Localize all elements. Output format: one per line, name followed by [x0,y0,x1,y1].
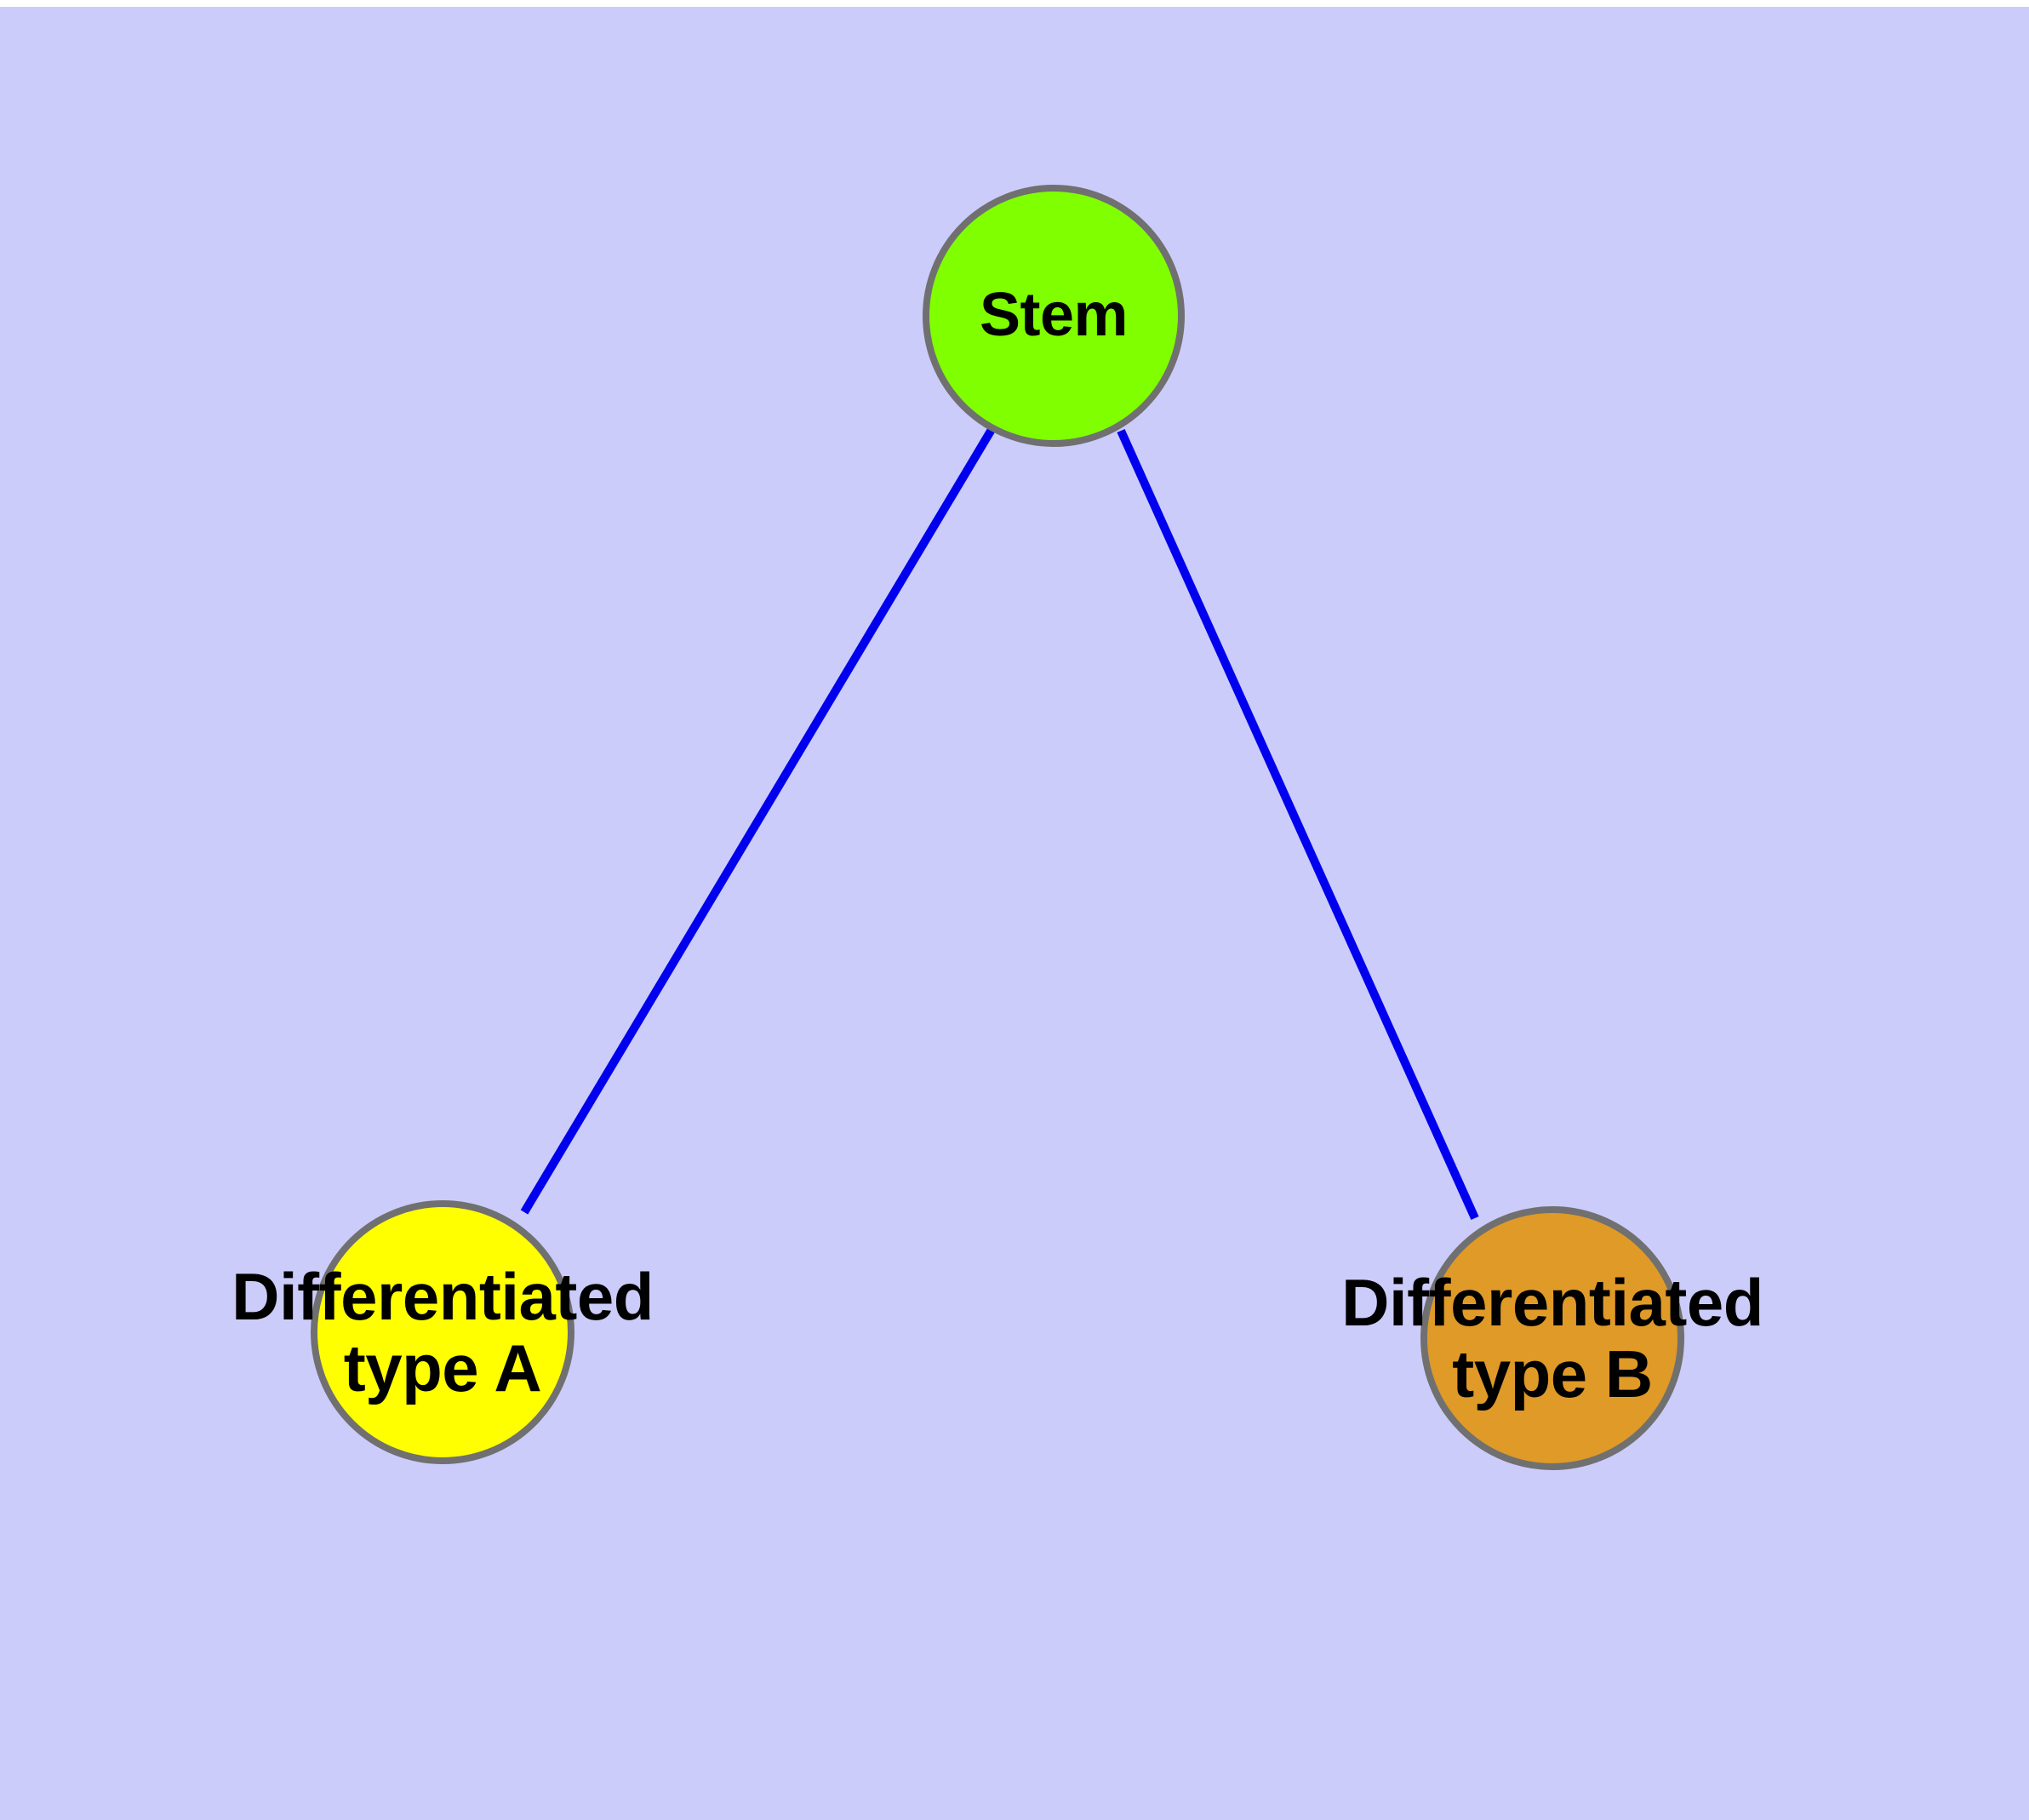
node-stem[interactable] [923,185,1185,447]
node-layer [311,185,1684,1470]
edge-layer [520,426,1479,1221]
edge-stem-to-differentiated-type-b [1117,428,1479,1221]
node-differentiated-type-b[interactable] [1420,1206,1684,1470]
edge-stem-to-differentiated-type-a [520,426,997,1215]
node-differentiated-type-a[interactable] [311,1200,574,1464]
